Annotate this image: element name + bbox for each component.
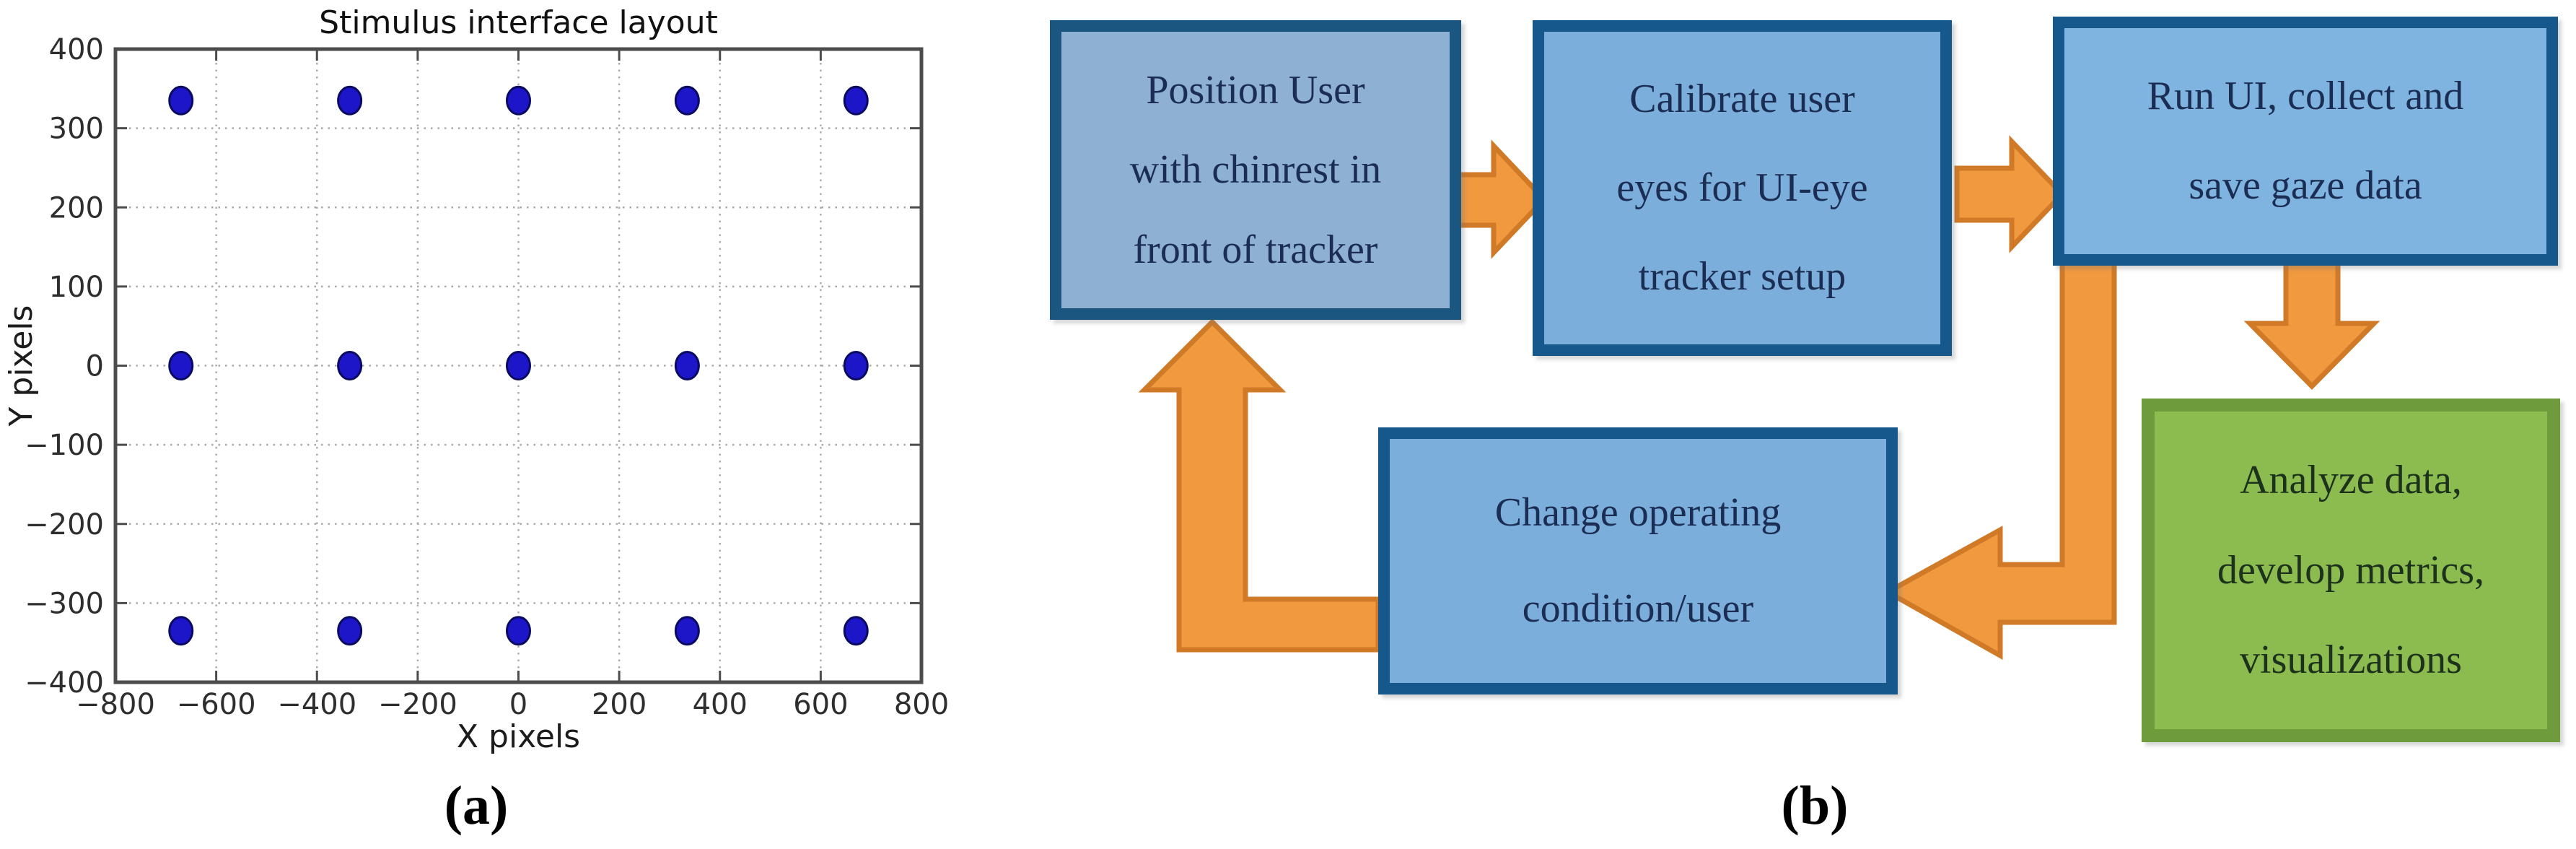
y-tick-label: −200 [25, 508, 104, 541]
data-point [674, 616, 700, 646]
arrow-run-to-change [1882, 251, 2117, 660]
box-text-line: Change operating [1494, 490, 1782, 536]
x-tick-label: 400 [693, 688, 748, 721]
stimulus-layout-plot: −800 −600 −400 −200 0 200 400 600 800 −400 −300 −20… [3, 4, 949, 755]
arrow-change-to-position [1138, 318, 1381, 653]
data-point [168, 616, 194, 646]
flowchart-box-analyze-data: Analyze data, develop metrics, visualiza… [2142, 399, 2560, 742]
data-point [674, 85, 700, 116]
data-point [674, 351, 700, 380]
box-text-line: Analyze data, [2240, 457, 2462, 502]
flowchart-box-calibrate-eyes: Calibrate user eyes for UI-eye tracker s… [1533, 20, 1952, 356]
x-axis-label: X pixels [457, 718, 580, 755]
data-point [843, 351, 869, 380]
x-tick-label: −200 [378, 688, 457, 721]
flowchart-box-position-user: Position User with chinrest in front of … [1050, 20, 1461, 320]
y-tick-label: −100 [25, 429, 104, 462]
box-text-line: condition/user [1522, 585, 1754, 631]
data-point [506, 351, 531, 380]
data-point [843, 85, 869, 116]
data-point [168, 85, 194, 116]
arrow-position-to-calibrate [1444, 139, 1548, 259]
x-tick-label: −800 [76, 688, 155, 721]
arrow-calibrate-to-run [1954, 135, 2066, 253]
box-text-line: develop metrics, [2217, 547, 2485, 593]
flowchart-box-run-ui: Run UI, collect and save gaze data [2053, 17, 2558, 266]
data-point [337, 616, 363, 646]
y-tick-label: 200 [49, 191, 104, 225]
x-tick-label: 0 [509, 688, 527, 721]
box-text-line: eyes for UI-eye [1616, 165, 1868, 211]
x-tick-label: −400 [277, 688, 356, 721]
data-point [337, 351, 363, 380]
x-tick-label: 600 [793, 688, 848, 721]
x-tick-label: −600 [177, 688, 256, 721]
box-text-line: Run UI, collect and [2147, 74, 2464, 119]
y-tick-label: 0 [86, 350, 104, 383]
y-tick-label: 400 [49, 33, 104, 66]
data-point [506, 85, 531, 116]
box-text-line: Position User [1146, 67, 1365, 113]
x-tick-label: 800 [894, 688, 949, 721]
box-text-line: visualizations [2240, 637, 2462, 683]
flowchart-box-change-condition: Change operating condition/user [1378, 427, 1898, 695]
box-text-line: Calibrate user [1629, 77, 1855, 122]
data-point [168, 351, 194, 380]
plot-title: Stimulus interface layout [319, 4, 718, 41]
arrow-run-to-analyze [2243, 251, 2380, 390]
box-text-line: front of tracker [1133, 227, 1378, 272]
y-axis-label: Y pixels [3, 305, 40, 427]
y-tick-label: −400 [25, 666, 104, 700]
box-text-line: tracker setup [1638, 254, 1846, 300]
data-point [506, 616, 531, 646]
x-tick-label: 200 [592, 688, 647, 721]
data-point [337, 85, 363, 116]
panel-b-caption: (b) [1781, 775, 1849, 836]
data-point [843, 616, 869, 646]
box-text-line: with chinrest in [1129, 147, 1382, 193]
y-tick-label: 100 [49, 271, 104, 304]
y-tick-label: 300 [49, 113, 104, 146]
panel-a-caption: (a) [444, 775, 509, 836]
box-text-line: save gaze data [2189, 163, 2422, 209]
y-tick-label: −300 [25, 587, 104, 620]
